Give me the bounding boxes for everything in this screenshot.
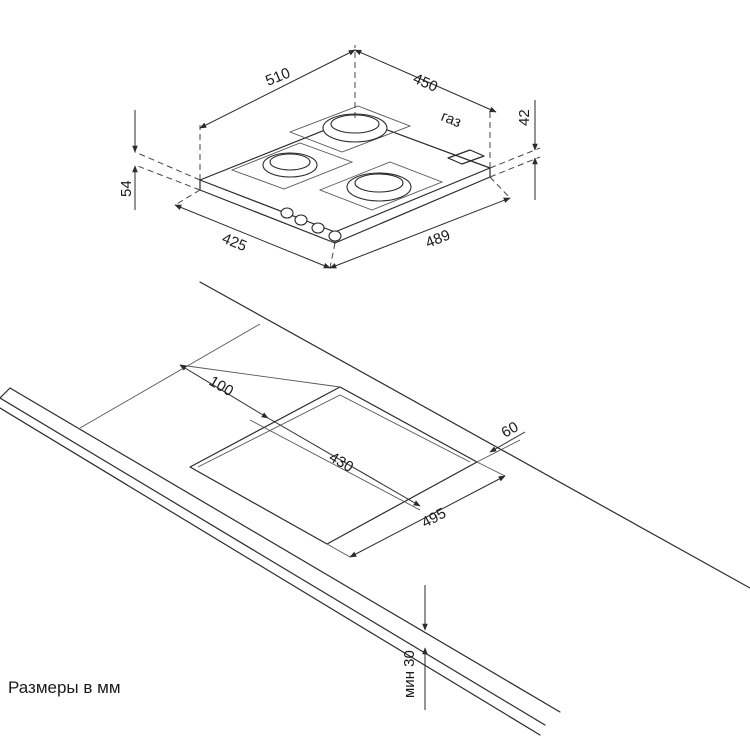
burner-right xyxy=(346,172,412,202)
units-caption: Размеры в мм xyxy=(8,678,121,697)
cutout-extension-lines xyxy=(79,323,521,558)
countertop-outline xyxy=(0,281,750,736)
dim-label-width: 510 xyxy=(263,65,293,90)
dim-label-depth: 450 xyxy=(410,70,440,96)
control-knobs xyxy=(280,207,342,242)
dim-label-height-front: 54 xyxy=(118,180,135,197)
gas-connection-label: газ xyxy=(439,108,464,131)
dim-label-height-side: 42 xyxy=(516,109,533,126)
hob-dimension-lines xyxy=(132,49,538,269)
dim-label-edge: 60 xyxy=(499,418,522,441)
dim-label-min-thickness: мин 30 xyxy=(401,650,418,698)
burner-back xyxy=(322,113,388,143)
dim-label-cutout-width: 430 xyxy=(326,449,356,476)
dim-label-cutout-depth: 495 xyxy=(419,505,449,532)
cutout-dimension-lines xyxy=(179,364,526,710)
burner-left xyxy=(262,152,318,178)
